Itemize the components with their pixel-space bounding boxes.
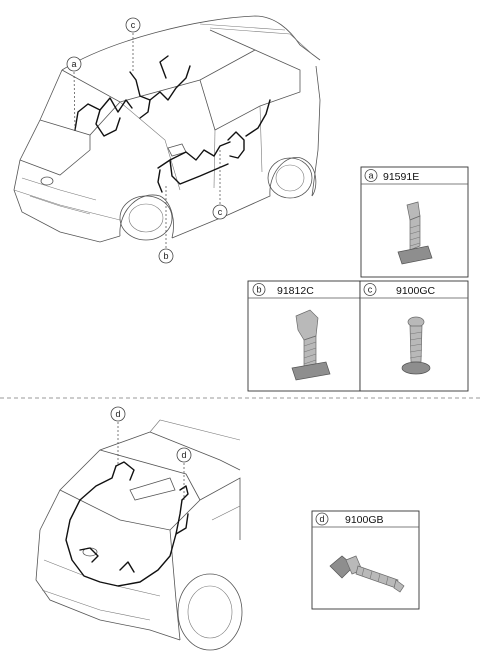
callout-d-right: d bbox=[176, 447, 192, 500]
svg-text:a: a bbox=[71, 59, 76, 69]
part-number-9100GB: 9100GB bbox=[345, 514, 384, 526]
svg-text:c: c bbox=[218, 207, 223, 217]
part-box-d: d 9100GB bbox=[311, 510, 420, 610]
clip-9100GB-part bbox=[329, 555, 405, 593]
callout-b-front: b bbox=[158, 186, 174, 264]
callout-d-left: d bbox=[110, 406, 126, 466]
part-number-91812C: 91812C bbox=[277, 285, 314, 297]
part-box-b: b 91812C bbox=[247, 280, 361, 392]
part-letter-d: d bbox=[319, 514, 324, 524]
callout-c-side: c bbox=[212, 150, 228, 220]
part-letter-b: b bbox=[256, 285, 261, 295]
brand-emblem bbox=[40, 176, 54, 186]
part-number-9100GC: 9100GC bbox=[396, 285, 436, 297]
part-box-a: a 91591E bbox=[360, 166, 469, 278]
front-vehicle-illustration bbox=[13, 15, 321, 243]
callout-c-roof: c bbox=[125, 17, 141, 72]
part-number-91591E: 91591E bbox=[383, 171, 419, 183]
svg-text:d: d bbox=[115, 409, 120, 419]
clip-91812C-part bbox=[291, 309, 331, 381]
clip-91591E-part bbox=[397, 201, 433, 265]
part-letter-c: c bbox=[368, 285, 373, 295]
front-harness bbox=[74, 55, 271, 193]
part-letter-a: a bbox=[368, 171, 373, 181]
svg-text:b: b bbox=[163, 251, 168, 261]
callout-a-front: a bbox=[66, 56, 82, 131]
part-box-c: c 9100GC bbox=[359, 280, 469, 392]
svg-text:c: c bbox=[131, 20, 136, 30]
rear-vehicle-illustration bbox=[35, 419, 243, 651]
clip-9100GC-part bbox=[401, 316, 431, 375]
rear-harness bbox=[65, 461, 189, 587]
svg-text:d: d bbox=[181, 450, 186, 460]
